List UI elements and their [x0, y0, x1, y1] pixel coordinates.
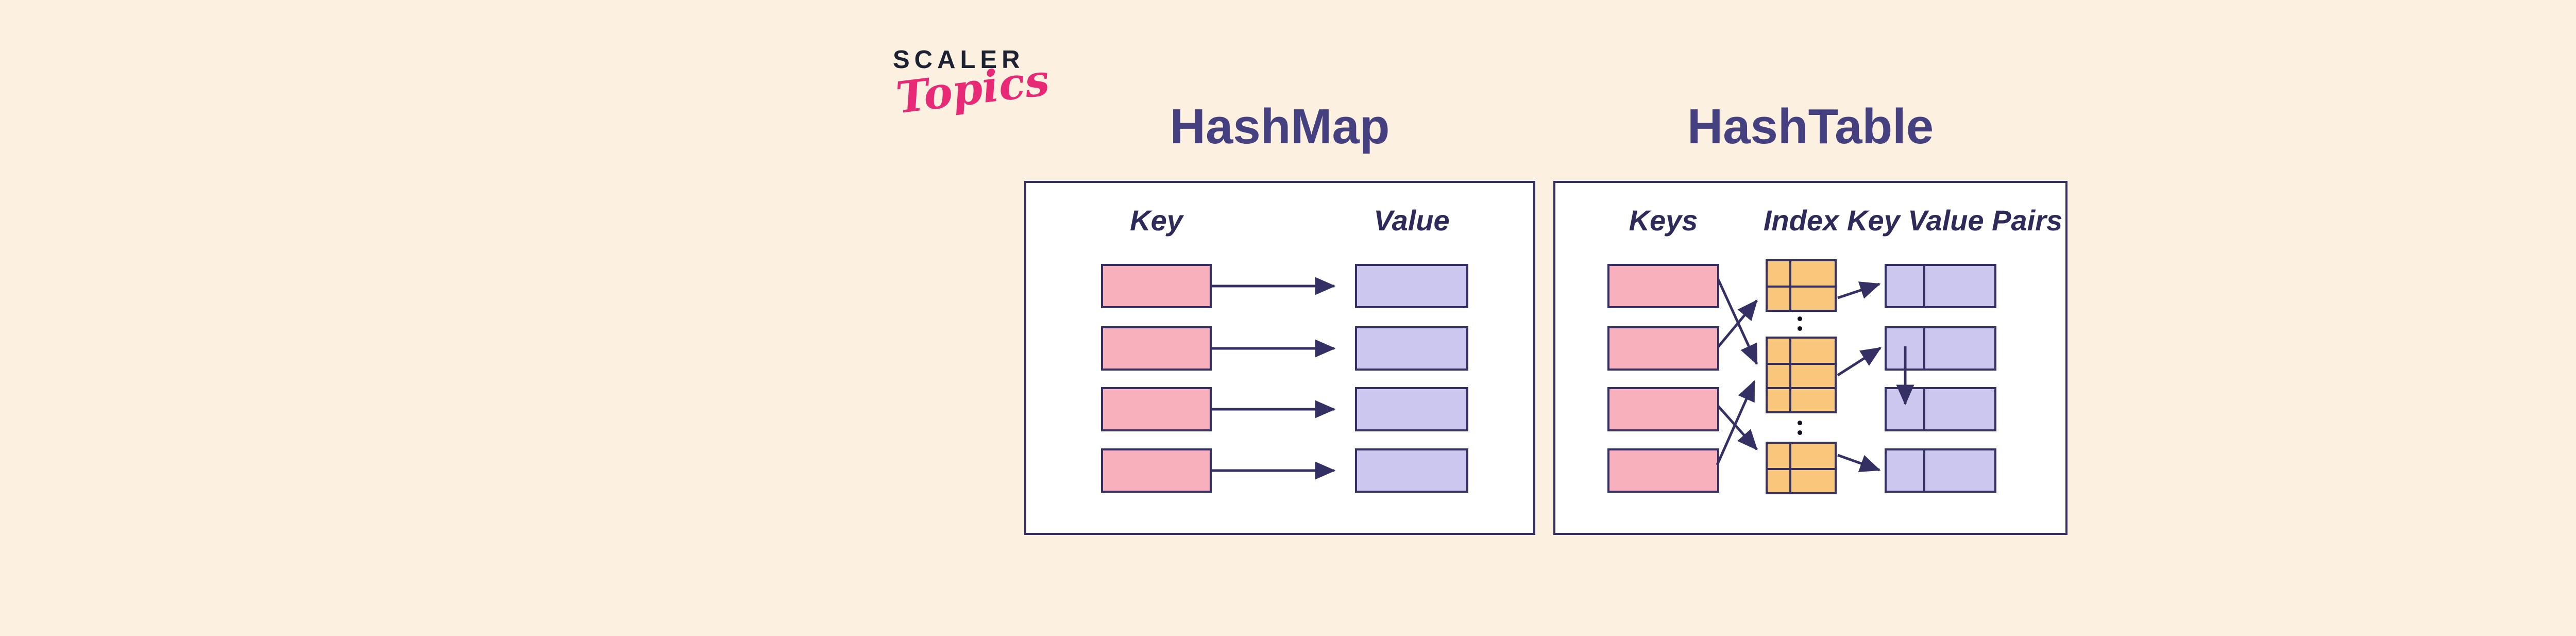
hashmap-key-slot-2 — [1101, 326, 1212, 371]
index-bucket-1 — [1766, 259, 1837, 312]
hashmap-key-header: Key — [1130, 204, 1183, 237]
logo-wordmark: SCALER — [893, 46, 1025, 74]
key4-to-bucket2-arrow — [1716, 380, 1756, 466]
hashtable-keys-header: Keys — [1629, 204, 1698, 237]
bucket2-to-pair2-arrow — [1837, 346, 1882, 377]
bucket-row — [1768, 363, 1835, 387]
index-bucket-2 — [1766, 337, 1837, 413]
hashtable-key-slot-2 — [1607, 326, 1719, 371]
hashtable-index-header: Index — [1763, 204, 1839, 237]
bucket-row — [1768, 387, 1835, 411]
hashmap-key-slot-4 — [1101, 448, 1212, 493]
hashmap-value-header: Value — [1374, 204, 1450, 237]
bucket-row — [1768, 339, 1835, 363]
pair-slot-2 — [1885, 326, 1996, 371]
key3-to-bucket3-arrow — [1717, 405, 1758, 450]
bucket-row — [1768, 261, 1835, 286]
hashtable-pairs-header: Key Value Pairs — [1847, 204, 2063, 237]
hashtable-title: HashTable — [1687, 99, 1934, 154]
hashmap-diagram-panel: Key Value — [1024, 181, 1535, 535]
hashmap-value-slot-2 — [1355, 326, 1468, 371]
ellipsis-dot — [1798, 326, 1802, 331]
key2-to-bucket1-arrow — [1717, 299, 1758, 348]
hashmap-key-slot-1 — [1101, 264, 1212, 308]
pair-slot-3 — [1885, 387, 1996, 431]
hashmap-value-slot-1 — [1355, 264, 1468, 308]
hashtable-diagram-panel: Keys Index Key Value Pairs — [1553, 181, 2067, 535]
hashtable-key-slot-1 — [1607, 264, 1719, 308]
bucket-row — [1768, 286, 1835, 310]
bucket-row — [1768, 468, 1835, 492]
hashmap-title: HashMap — [1170, 99, 1390, 154]
ellipsis-dot — [1798, 430, 1802, 435]
pair-slot-1 — [1885, 264, 1996, 308]
bucket3-to-pair4-arrow — [1837, 454, 1881, 472]
pair-slot-4 — [1885, 448, 1996, 493]
ellipsis-dot — [1798, 421, 1802, 425]
hashtable-key-slot-4 — [1607, 448, 1719, 493]
hashmap-key-slot-3 — [1101, 387, 1212, 431]
hashtable-key-slot-3 — [1607, 387, 1719, 431]
bucket1-to-pair1-arrow — [1837, 281, 1881, 299]
bucket-row — [1768, 444, 1835, 468]
index-bucket-3 — [1766, 442, 1837, 494]
hashmap-value-slot-4 — [1355, 448, 1468, 493]
key1-to-bucket2-arrow — [1717, 278, 1758, 365]
scaler-topics-logo: SCALER Topics — [893, 46, 1058, 124]
ellipsis-dot — [1798, 316, 1802, 321]
hashmap-value-slot-3 — [1355, 387, 1468, 431]
